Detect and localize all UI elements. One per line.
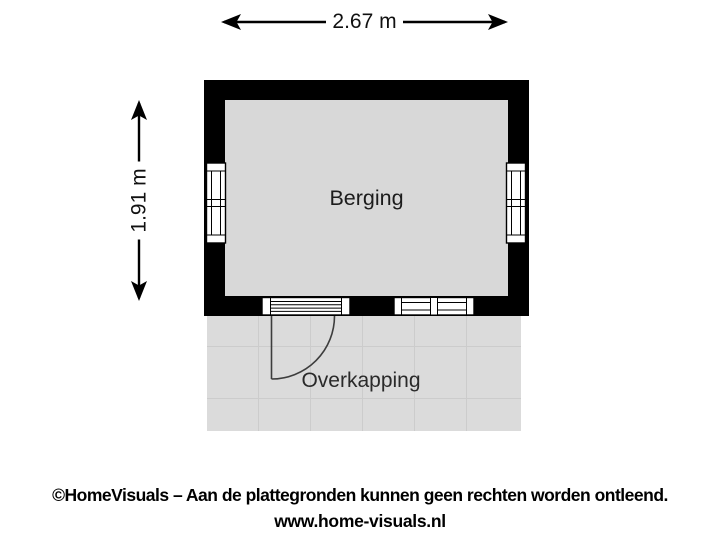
- footer: ©HomeVisuals – Aan de plattegronden kunn…: [0, 482, 720, 534]
- canopy-label-overkapping: Overkapping: [301, 369, 421, 392]
- room-floor: [225, 100, 508, 296]
- arrow-up-icon: [131, 100, 147, 120]
- door-bottom: [261, 296, 351, 316]
- footer-disclaimer: ©HomeVisuals – Aan de plattegronden kunn…: [52, 485, 668, 505]
- arrow-left-icon: [221, 14, 241, 30]
- room-label-berging: Berging: [329, 185, 404, 210]
- width-dimension-label: 2.67 m: [326, 7, 403, 37]
- arrow-down-icon: [131, 281, 147, 301]
- window-right: [505, 162, 527, 244]
- footer-website: www.home-visuals.nl: [274, 511, 446, 531]
- canopy-floor: [207, 316, 521, 431]
- tile-grid: [207, 316, 521, 431]
- arrow-right-icon: [488, 14, 508, 30]
- width-dimension-value: 2.67 m: [332, 10, 397, 33]
- window-bottom: [393, 296, 475, 316]
- window-left: [205, 162, 227, 244]
- door-swing: [270, 315, 336, 380]
- height-dimension-value: 1.91 m: [127, 168, 150, 233]
- height-dimension-label: 1.91 m: [120, 161, 158, 240]
